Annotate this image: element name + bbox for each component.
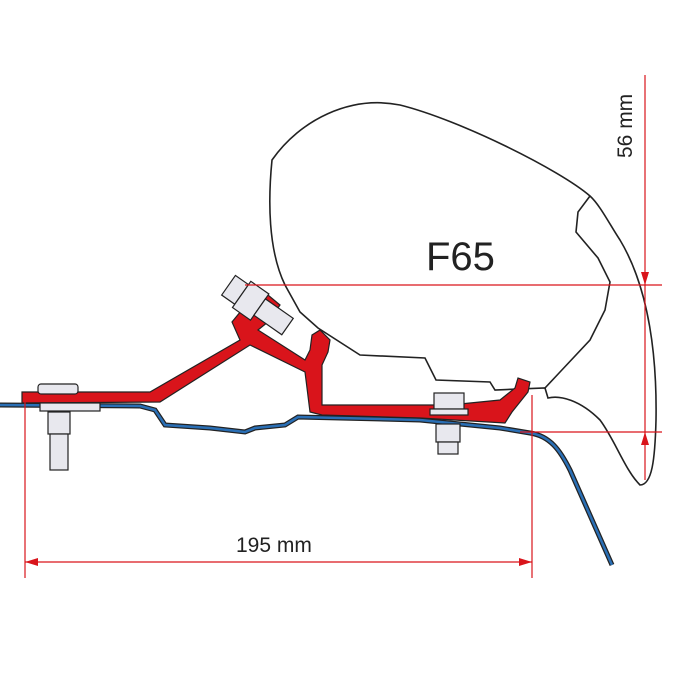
- awning-front-cover: [544, 195, 611, 389]
- top-bolt: [220, 274, 295, 336]
- dimension-lines: [24, 75, 662, 578]
- width-dimension-label: 195 mm: [236, 534, 312, 557]
- middle-bolt: [429, 392, 469, 455]
- roof-blue-fill: [0, 403, 614, 566]
- dimension-arrows: [25, 272, 649, 566]
- height-dimension-label: 56 mm: [614, 94, 637, 158]
- model-label: F65: [426, 235, 495, 279]
- left-bolt: [37, 383, 101, 471]
- awning-housing-outline: [269, 101, 657, 486]
